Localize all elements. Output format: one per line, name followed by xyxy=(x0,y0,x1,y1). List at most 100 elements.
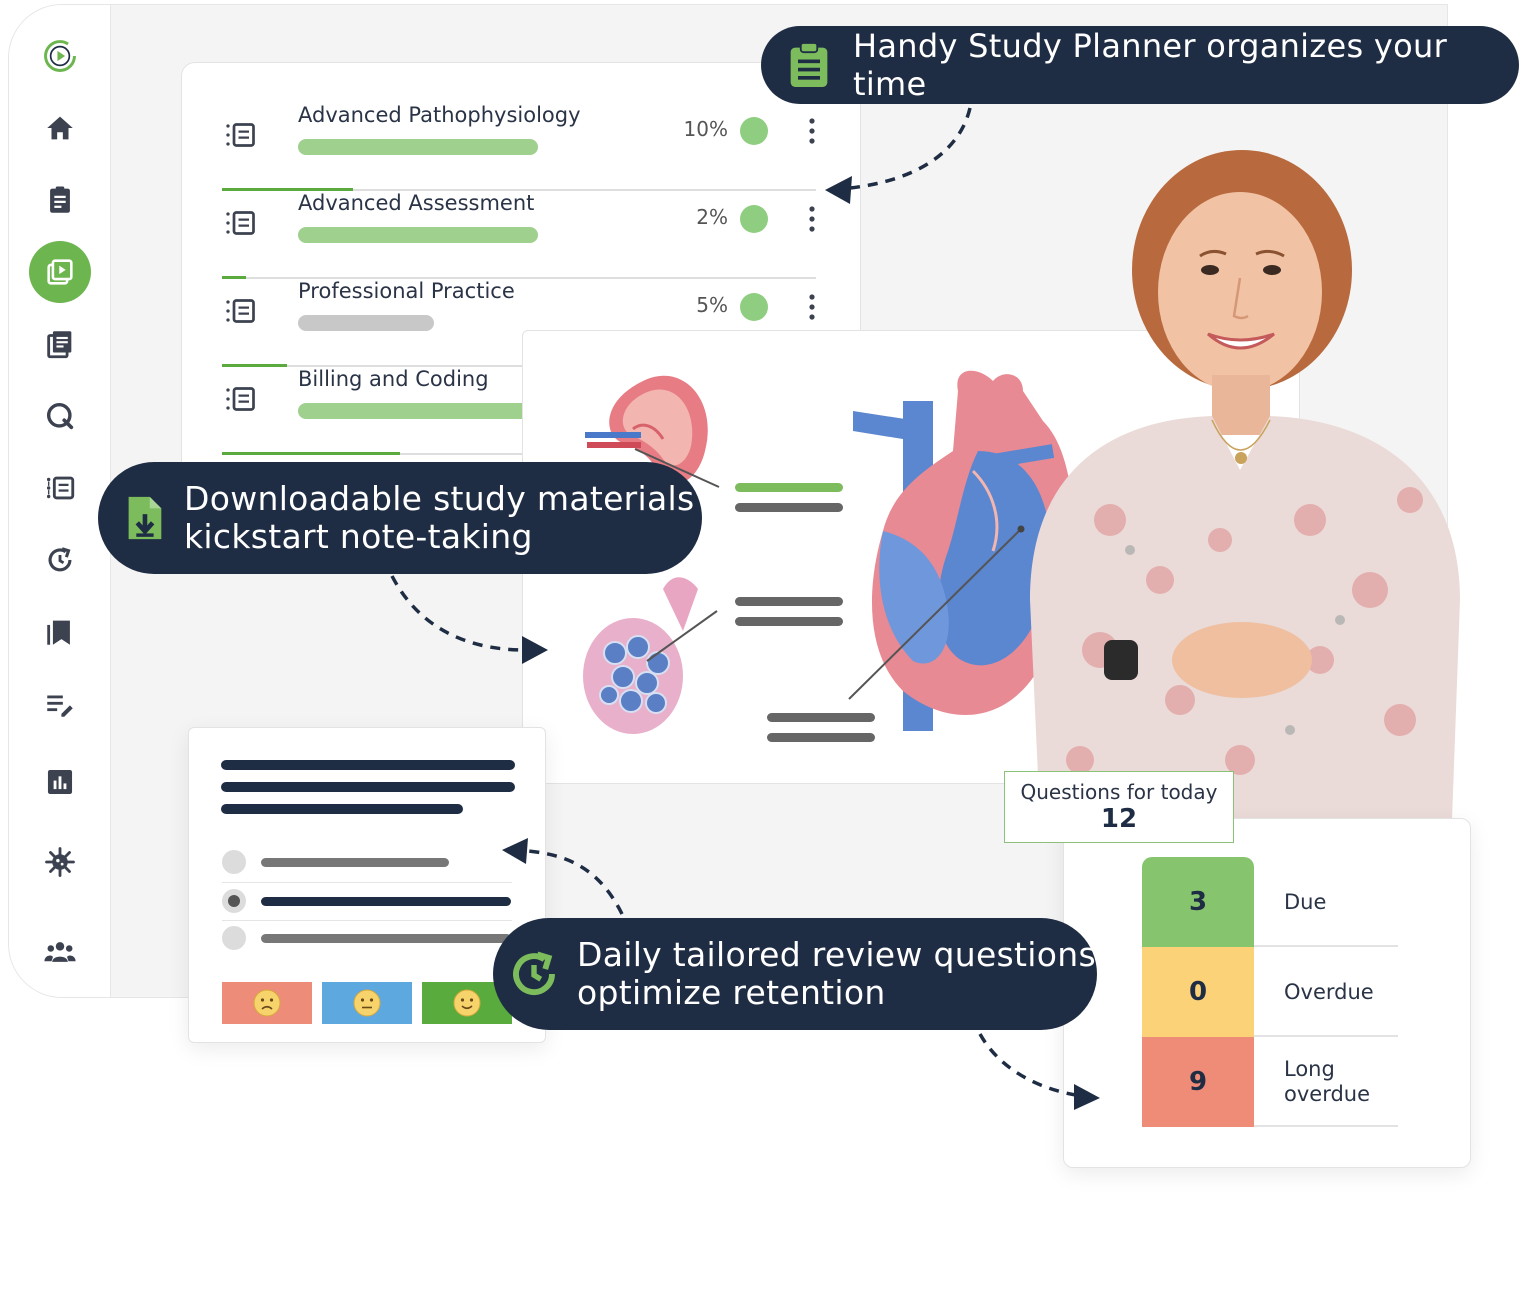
clipboard-icon[interactable] xyxy=(29,169,91,231)
questions-today-count: 12 xyxy=(1100,804,1138,834)
analytics-icon[interactable] xyxy=(29,751,91,813)
more-options-icon[interactable] xyxy=(808,293,816,321)
stat-row-long-overdue[interactable]: 9 Long overdue xyxy=(1142,1037,1398,1127)
review-callout: Daily tailored review questions optimize… xyxy=(493,918,1097,1030)
question-text-line xyxy=(221,760,515,770)
row-divider xyxy=(222,277,816,279)
row-divider xyxy=(222,365,816,367)
row-divider xyxy=(1254,1035,1398,1037)
answer-radio[interactable] xyxy=(222,850,246,874)
virus-icon[interactable] xyxy=(29,831,91,893)
option-divider xyxy=(222,920,512,921)
study-plan-icon xyxy=(226,211,255,235)
course-row[interactable]: Advanced Assessment 2% xyxy=(222,191,816,279)
review-icon xyxy=(513,951,555,995)
long-overdue-label: Long overdue xyxy=(1284,1057,1371,1106)
course-row[interactable]: Professional Practice 5% xyxy=(222,279,816,367)
alveoli-illustration xyxy=(583,577,718,734)
course-percent: 5% xyxy=(696,293,728,317)
answer-radio[interactable] xyxy=(222,926,246,950)
question-text-line xyxy=(221,804,463,814)
bookmarks-icon[interactable] xyxy=(29,601,91,663)
label-line xyxy=(735,503,843,512)
due-label: Due xyxy=(1284,889,1327,914)
neutral-face-icon xyxy=(353,989,381,1017)
sidebar xyxy=(9,5,111,997)
answer-option-line xyxy=(261,934,511,943)
notes-icon[interactable] xyxy=(29,313,91,375)
label-line xyxy=(735,483,843,492)
row-divider xyxy=(1254,945,1398,947)
qbank-icon[interactable] xyxy=(29,385,91,447)
study-plan-icon xyxy=(226,299,255,323)
course-progress xyxy=(222,452,401,455)
course-row[interactable]: Advanced Pathophysiology 10% xyxy=(222,103,816,191)
label-line xyxy=(767,713,875,722)
more-options-icon[interactable] xyxy=(808,205,816,233)
question-text-line xyxy=(221,782,515,792)
overdue-count: 0 xyxy=(1142,947,1254,1037)
status-dot xyxy=(740,117,768,145)
planner-callout-text: Handy Study Planner organizes your time xyxy=(853,27,1448,103)
materials-callout-text: Downloadable study materials kickstart n… xyxy=(184,479,695,556)
sad-face-icon xyxy=(253,989,281,1017)
study-plan-icon xyxy=(226,387,255,411)
label-line xyxy=(735,617,843,626)
course-bar xyxy=(298,227,538,243)
study-plan-icon xyxy=(226,123,255,147)
label-line xyxy=(767,733,875,742)
rate-medium-button[interactable] xyxy=(322,982,412,1024)
answer-radio-selected[interactable] xyxy=(222,889,246,913)
file-download-icon xyxy=(128,496,162,540)
logo-icon[interactable] xyxy=(29,25,91,87)
rate-easy-button[interactable] xyxy=(422,982,512,1024)
edit-list-icon[interactable] xyxy=(29,673,91,735)
home-icon[interactable] xyxy=(29,97,91,159)
option-divider xyxy=(222,882,512,883)
answer-option-line xyxy=(261,897,511,906)
row-divider xyxy=(1254,1125,1398,1127)
status-dot xyxy=(740,205,768,233)
course-progress xyxy=(222,364,288,367)
video-library-icon[interactable] xyxy=(29,241,91,303)
course-row[interactable]: Billing and Coding xyxy=(222,367,816,455)
course-name: Advanced Assessment xyxy=(298,191,535,215)
presenter-image xyxy=(1030,150,1460,820)
course-bar xyxy=(298,403,538,419)
course-bar xyxy=(298,139,538,155)
review-stats-card: 3 Due 0 Overdue 9 Long overdue xyxy=(1063,818,1471,1168)
review-icon[interactable] xyxy=(29,529,91,591)
review-callout-text: Daily tailored review questions optimize… xyxy=(577,935,1096,1012)
answer-option-line xyxy=(261,858,449,867)
stat-row-due[interactable]: 3 Due xyxy=(1142,857,1398,947)
rate-hard-button[interactable] xyxy=(222,982,312,1024)
anatomy-illustration xyxy=(583,370,1073,742)
row-divider xyxy=(222,189,816,191)
row-divider xyxy=(222,453,816,455)
course-name: Billing and Coding xyxy=(298,367,489,391)
long-overdue-count: 9 xyxy=(1142,1037,1254,1127)
label-line xyxy=(735,597,843,606)
heart-illustration xyxy=(848,370,1073,731)
community-icon[interactable] xyxy=(29,921,91,983)
questions-today-badge: Questions for today 12 xyxy=(1004,771,1234,843)
kidney-illustration xyxy=(585,375,720,488)
course-percent: 2% xyxy=(696,205,728,229)
materials-callout: Downloadable study materials kickstart n… xyxy=(98,462,702,574)
course-progress xyxy=(222,188,353,191)
happy-face-icon xyxy=(453,989,481,1017)
status-dot xyxy=(740,293,768,321)
study-plan-icon[interactable] xyxy=(29,457,91,519)
course-progress xyxy=(222,276,246,279)
more-options-icon[interactable] xyxy=(808,117,816,145)
course-name: Professional Practice xyxy=(298,279,515,303)
planner-callout: Handy Study Planner organizes your time xyxy=(761,26,1519,104)
course-percent: 10% xyxy=(683,117,728,141)
course-bar xyxy=(298,315,434,331)
stat-row-overdue[interactable]: 0 Overdue xyxy=(1142,947,1398,1037)
due-count: 3 xyxy=(1142,857,1254,947)
overdue-label: Overdue xyxy=(1284,979,1374,1004)
course-name: Advanced Pathophysiology xyxy=(298,103,581,127)
questions-today-label: Questions for today xyxy=(1020,780,1218,804)
clipboard-icon xyxy=(790,42,828,87)
